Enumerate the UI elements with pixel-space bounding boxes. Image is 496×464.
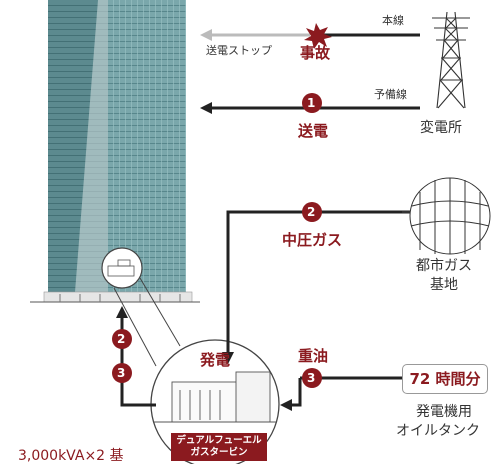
building-step2-circle [112, 329, 132, 349]
building-step3-circle [112, 363, 132, 383]
capacity-label: 3,000kVA×2 基 [18, 448, 124, 464]
accident-label: 事故 [300, 44, 331, 62]
gas-line [226, 210, 410, 352]
main-line-label: 本線 [382, 14, 404, 27]
stop-arrowhead [200, 29, 212, 41]
gas-base-line2: 基地 [430, 277, 458, 293]
building-link-arrowhead [116, 306, 128, 318]
backup-arrowhead [200, 102, 212, 114]
building-step2-number: 2 [117, 332, 126, 346]
gas-base-line1: 都市ガス [416, 258, 472, 274]
oil-line-elbow [292, 378, 302, 407]
turbine-label: デュアルフューエル ガスタービン [171, 433, 267, 461]
oil-arrowhead [280, 399, 292, 411]
tank-label-line1: 発電機用 [416, 404, 472, 420]
step2-label: 中圧ガス [282, 231, 343, 249]
step1-label: 送電 [298, 122, 329, 140]
step1-circle [302, 93, 322, 113]
gas-arrowhead [222, 352, 234, 364]
magnify-line-left [113, 287, 157, 367]
skyscraper [30, 0, 200, 303]
backup-line-label: 予備線 [374, 88, 407, 101]
substation-label: 変電所 [420, 120, 462, 136]
tank-label-line2: オイルタンク [396, 423, 480, 439]
turbine-label-line2: ガスタービン [190, 447, 248, 458]
step1-number: 1 [307, 96, 316, 110]
stop-label: 送電ストップ [206, 44, 272, 57]
accident-burst-icon [304, 23, 332, 49]
transmission-tower-icon [432, 11, 470, 109]
step2-number: 2 [307, 205, 316, 219]
step3-number: 3 [307, 371, 316, 385]
step2-circle [302, 202, 322, 222]
building-step3-number: 3 [117, 366, 126, 380]
tank-hours-box: 72 時間分 [402, 364, 488, 394]
gas-holder-icon [402, 177, 491, 255]
generation-label: 発電 [200, 351, 231, 369]
magnify-line-right [139, 277, 181, 347]
turbine-label-line1: デュアルフューエル [176, 435, 262, 446]
step3-label: 重油 [298, 347, 329, 365]
step3-circle [302, 368, 322, 388]
magnify-origin-circle [101, 247, 143, 289]
